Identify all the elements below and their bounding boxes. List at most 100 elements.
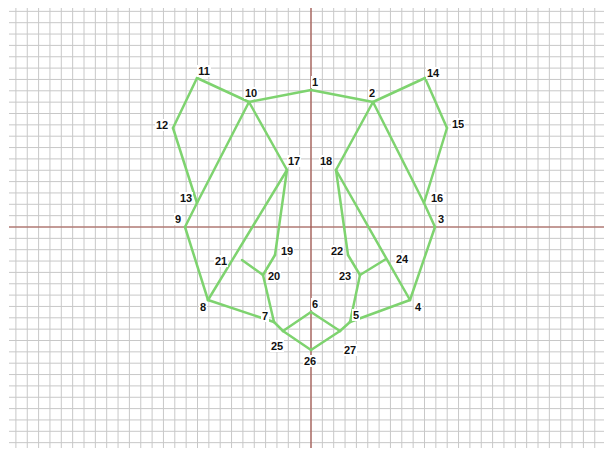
grid-line (38, 8, 39, 448)
grid-line (9, 306, 604, 307)
grid-line (9, 68, 604, 69)
figure-edge (173, 78, 197, 128)
grid-line (9, 102, 604, 103)
callout-number: 27 (343, 344, 357, 356)
callout-number: 5 (352, 309, 360, 321)
callout-number: 15 (451, 118, 465, 130)
grid-line (9, 11, 604, 12)
grid-line (9, 351, 604, 352)
grid-line (152, 8, 153, 448)
figure-edge (350, 275, 360, 322)
grid-line (9, 249, 604, 250)
grid-line (231, 8, 232, 448)
callout-number: 22 (330, 245, 344, 257)
callout-number: 9 (174, 213, 182, 225)
figure-edge (424, 128, 447, 203)
figure-edge (173, 128, 197, 203)
grid-line (379, 8, 380, 448)
grid-line (9, 56, 604, 57)
figure-edge (336, 102, 373, 170)
figure-edge (311, 312, 340, 331)
grid-line (299, 8, 300, 448)
callout-number: 14 (426, 67, 440, 79)
grid-line (356, 8, 357, 448)
figure-edge (242, 260, 263, 275)
grid-line (288, 8, 289, 448)
figure-edge (275, 170, 287, 255)
callout-number: 6 (311, 298, 319, 310)
figure-edge (311, 331, 340, 350)
grid-line (9, 385, 604, 386)
grid-line (322, 8, 323, 448)
grid-line (9, 340, 604, 341)
grid-line (72, 8, 73, 448)
grid-line (458, 8, 459, 448)
grid-line (447, 8, 448, 448)
figure-edge (283, 312, 311, 331)
callout-number: 4 (414, 301, 422, 313)
grid-line (9, 283, 604, 284)
grid-line (27, 8, 28, 448)
figure-edge (340, 322, 350, 331)
grid-line (401, 8, 402, 448)
grid-line (503, 8, 504, 448)
grid-line (163, 8, 164, 448)
grid-line (61, 8, 62, 448)
figure-edge (249, 90, 311, 102)
callout-number: 7 (261, 310, 269, 322)
grid-line (9, 22, 604, 23)
callout-number: 23 (338, 270, 352, 282)
grid-line (9, 272, 604, 273)
grid-line (15, 8, 16, 448)
grid-line (9, 192, 604, 193)
callout-number: 24 (395, 253, 409, 265)
grid-line (9, 170, 604, 171)
grid-line (265, 8, 266, 448)
grid-line (9, 408, 604, 409)
figure-edge (283, 331, 311, 350)
grid-line (469, 8, 470, 448)
grid-line (9, 431, 604, 432)
grid-line (9, 227, 604, 228)
callout-number: 20 (267, 270, 281, 282)
figure-edge (197, 78, 249, 102)
grid-line (9, 419, 604, 420)
grid-line (9, 374, 604, 375)
grid-line (9, 261, 604, 262)
grid-line (9, 136, 604, 137)
grid-line (140, 8, 141, 448)
grid-line (9, 113, 604, 114)
callout-number: 3 (437, 213, 445, 225)
grid-line (9, 317, 604, 318)
grid-line (481, 8, 482, 448)
grid-line (583, 8, 584, 448)
grid-line (9, 238, 604, 239)
figure-edge (185, 227, 208, 300)
grid-line (515, 8, 516, 448)
figure-outline (173, 78, 447, 350)
grid-line (424, 8, 425, 448)
figure-edge (185, 203, 197, 227)
callout-number: 21 (214, 255, 228, 267)
grid-line (9, 397, 604, 398)
grid-line (84, 8, 85, 448)
figure-edge (336, 170, 348, 255)
figure-edge (249, 102, 287, 170)
figure-edge (208, 170, 287, 300)
grid-line (9, 215, 604, 216)
callout-number: 19 (280, 245, 294, 257)
callout-number: 16 (430, 192, 444, 204)
grid-line (49, 8, 50, 448)
grid-line (311, 8, 312, 448)
grid-line (390, 8, 391, 448)
grid-line (9, 147, 604, 148)
grid-line (9, 45, 604, 46)
grid-line (118, 8, 119, 448)
grid-line (572, 8, 573, 448)
figure-edge (410, 227, 435, 300)
grid-line (9, 442, 604, 443)
grid-line (594, 8, 595, 448)
grid-line (526, 8, 527, 448)
